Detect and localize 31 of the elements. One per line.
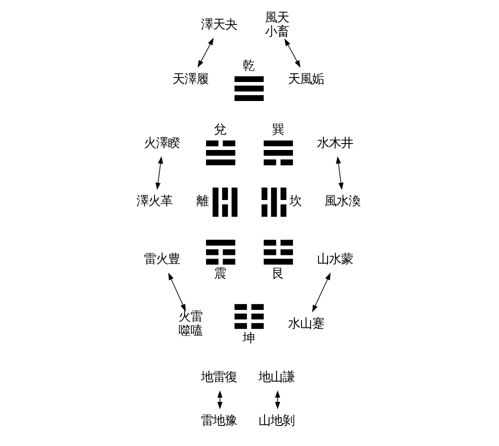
node-label: 坎 <box>289 193 302 208</box>
node-text: 山地剝 <box>258 412 295 428</box>
arrow <box>284 38 300 68</box>
arrow <box>312 272 331 312</box>
node-text: 澤天夬 <box>200 16 237 32</box>
node-text: 澤火革 <box>136 193 173 208</box>
node-text: 雷火豊 <box>144 251 180 266</box>
node-label: 乾 <box>242 57 255 72</box>
node-label: 巽 <box>272 122 284 137</box>
node-label: 坤 <box>242 330 255 345</box>
node-text: 水木井 <box>317 135 354 150</box>
node-label: 兌 <box>214 122 226 137</box>
node-text: 水山蹇 <box>288 316 324 331</box>
node-text: 天澤履 <box>172 70 208 86</box>
node-text: 風天小畜 <box>264 9 289 38</box>
arrow <box>217 390 222 410</box>
arrow <box>156 156 164 190</box>
node-text: 火澤睽 <box>144 135 180 150</box>
node-label: 艮 <box>272 265 284 280</box>
node-text: 雷地豫 <box>200 412 237 428</box>
node-text: 天風姤 <box>288 70 324 86</box>
node-label: 震 <box>214 265 226 280</box>
node-text: 火雷噬嗑 <box>178 308 203 338</box>
node-label: 離 <box>196 193 209 208</box>
node-text: 風水渙 <box>324 193 360 208</box>
arrow <box>168 272 186 312</box>
node-text: 地山謙 <box>258 369 295 384</box>
arrow <box>198 38 214 68</box>
node-text: 山水蒙 <box>317 251 354 266</box>
arrow <box>336 156 344 190</box>
node-text: 地雷復 <box>200 369 237 384</box>
